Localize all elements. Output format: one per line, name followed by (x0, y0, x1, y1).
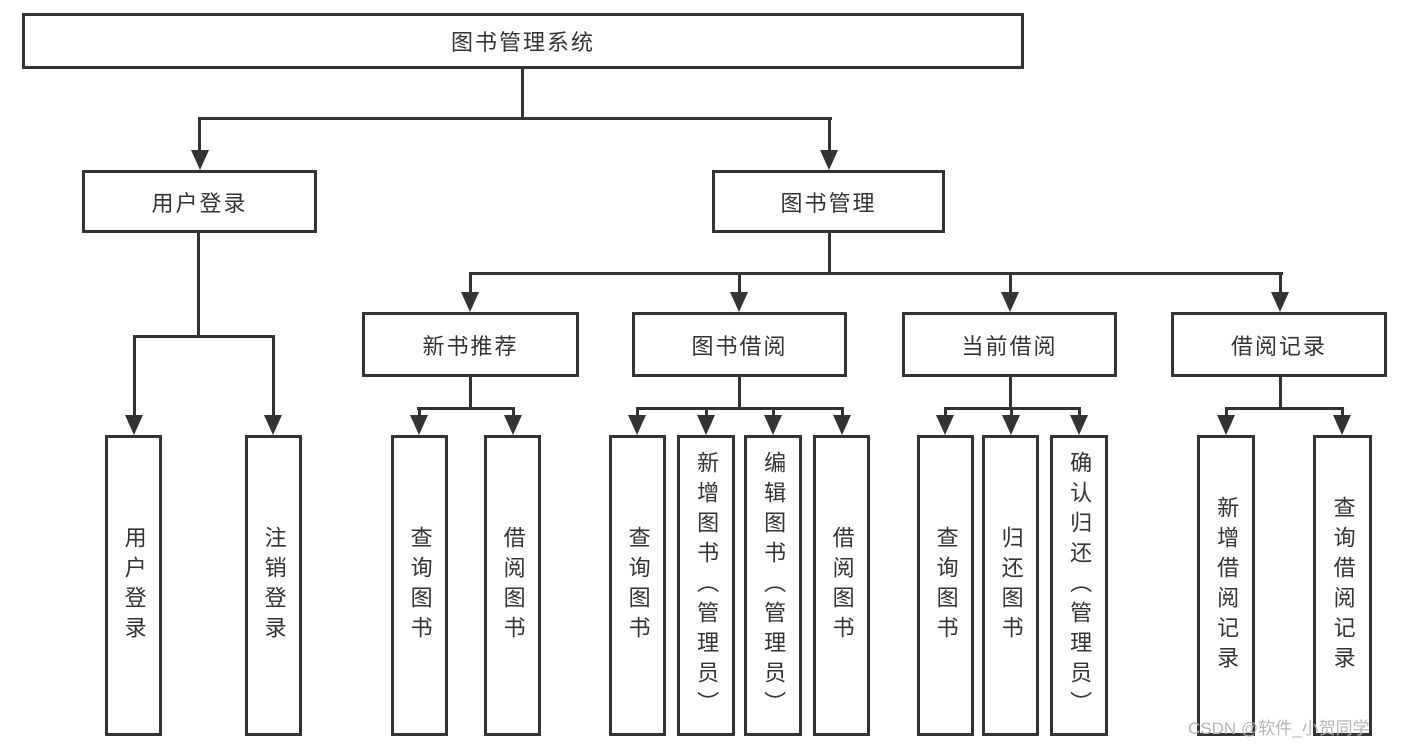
connector-vline (1279, 272, 1282, 294)
connector-vline (738, 272, 741, 294)
leaf-add-books-admin: 新增图书（管理员） (677, 435, 735, 736)
connector-hline (417, 407, 515, 410)
node-label: 确认归还（管理员） (1067, 450, 1093, 721)
arrowhead-down-icon (461, 292, 479, 312)
node-user-login: 用户登录 (82, 170, 317, 233)
node-label: 当前借阅 (961, 333, 1058, 359)
arrowhead-down-icon (628, 415, 646, 435)
node-label: 借阅记录 (1230, 333, 1327, 359)
connector-vline (512, 407, 515, 417)
arrowhead-down-icon (264, 415, 282, 435)
connector-vline (1009, 377, 1012, 410)
node-label: 编辑图书（管理员） (761, 450, 787, 721)
leaf-query-books-recommend: 查询图书 (391, 435, 448, 736)
arrowhead-down-icon (1217, 415, 1235, 435)
arrowhead-down-icon (833, 415, 851, 435)
connector-vline (133, 335, 136, 417)
arrowhead-down-icon (1070, 415, 1088, 435)
connector-hline (133, 335, 275, 338)
connector-vline (1225, 407, 1228, 417)
connector-vline (705, 407, 708, 417)
connector-vline (1279, 377, 1282, 410)
leaf-query-borrow-record: 查询借阅记录 (1313, 435, 1372, 736)
arrowhead-down-icon (936, 415, 954, 435)
arrowhead-down-icon (191, 150, 209, 170)
node-current-borrowing: 当前借阅 (902, 312, 1117, 377)
node-label: 借阅图书 (829, 525, 855, 646)
node-label: 新增图书（管理员） (694, 450, 720, 721)
connector-vline (1341, 407, 1344, 417)
connector-vline (418, 407, 421, 417)
connector-vline (772, 407, 775, 417)
connector-vline (198, 117, 201, 153)
connector-vline (828, 233, 831, 275)
leaf-edit-books-admin: 编辑图书（管理员） (744, 435, 802, 736)
connector-vline (841, 407, 844, 417)
connector-vline (828, 117, 831, 153)
node-label: 新增借阅记录 (1214, 495, 1240, 676)
node-label: 查询图书 (407, 525, 433, 646)
node-label: 用户登录 (121, 525, 147, 646)
connector-vline (636, 407, 639, 417)
connector-vline (469, 377, 472, 410)
connector-hline (636, 407, 844, 410)
connector-hline (469, 272, 1283, 275)
leaf-query-books-current: 查询图书 (917, 435, 974, 736)
leaf-add-borrow-record: 新增借阅记录 (1197, 435, 1255, 736)
node-label: 归还图书 (998, 525, 1024, 646)
arrowhead-down-icon (764, 415, 782, 435)
node-label: 用户登录 (151, 190, 248, 216)
node-label: 查询图书 (625, 525, 651, 646)
connector-vline (521, 69, 524, 119)
node-label: 图书借阅 (691, 333, 788, 359)
connector-hline (1225, 407, 1343, 410)
node-borrowing-records: 借阅记录 (1171, 312, 1387, 377)
leaf-logout: 注销登录 (245, 435, 302, 736)
node-new-book-recommendation: 新书推荐 (362, 312, 579, 377)
arrowhead-down-icon (125, 415, 143, 435)
arrowhead-down-icon (410, 415, 428, 435)
connector-vline (1009, 272, 1012, 294)
connector-vline (944, 407, 947, 417)
arrowhead-down-icon (730, 292, 748, 312)
leaf-query-books-borrowing: 查询图书 (609, 435, 666, 736)
node-label: 新书推荐 (422, 333, 519, 359)
arrowhead-down-icon (1271, 292, 1289, 312)
node-book-borrowing: 图书借阅 (632, 312, 847, 377)
arrowhead-down-icon (1002, 415, 1020, 435)
connector-vline (469, 272, 472, 294)
node-book-management: 图书管理 (712, 170, 945, 233)
node-label: 查询图书 (933, 525, 959, 646)
connector-vline (272, 335, 275, 417)
node-label: 借阅图书 (500, 525, 526, 646)
arrowhead-down-icon (1333, 415, 1351, 435)
leaf-borrow-books-recommend: 借阅图书 (484, 435, 541, 736)
arrowhead-down-icon (504, 415, 522, 435)
connector-vline (197, 233, 200, 337)
node-label: 图书管理系统 (450, 30, 595, 55)
leaf-confirm-return-admin: 确认归还（管理员） (1050, 435, 1108, 736)
node-label: 注销登录 (261, 525, 287, 646)
leaf-user-login: 用户登录 (105, 435, 162, 736)
leaf-borrow-books-borrowing: 借阅图书 (813, 435, 870, 736)
watermark: CSDN @软件_小贺同学 (1188, 719, 1370, 738)
arrowhead-down-icon (820, 150, 838, 170)
arrowhead-down-icon (697, 415, 715, 435)
arrowhead-down-icon (1001, 292, 1019, 312)
node-label: 查询借阅记录 (1330, 495, 1356, 676)
node-library-management-system: 图书管理系统 (22, 13, 1024, 69)
node-label: 图书管理 (780, 190, 877, 216)
connector-vline (1010, 407, 1013, 417)
leaf-return-books: 归还图书 (982, 435, 1039, 736)
connector-hline (199, 117, 832, 120)
connector-vline (1078, 407, 1081, 417)
connector-vline (738, 377, 741, 410)
